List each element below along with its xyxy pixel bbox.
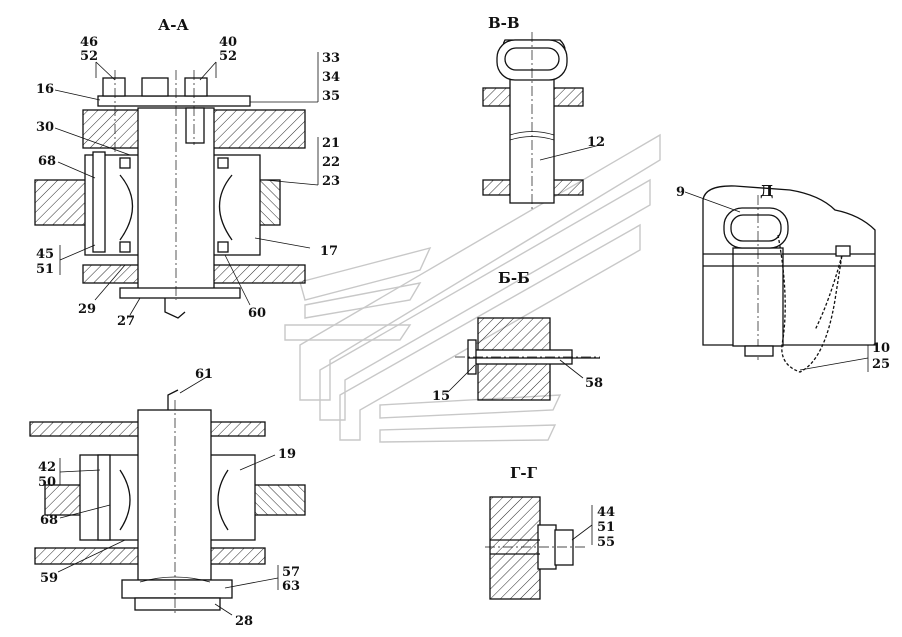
callout-59: 59 [40, 571, 58, 586]
callout-23: 23 [322, 174, 340, 189]
callout-12: 12 [587, 135, 605, 150]
callout-33: 33 [322, 51, 340, 66]
callout-29: 29 [78, 302, 96, 317]
callout-44: 44 [597, 505, 615, 520]
view-title-d: Д [760, 182, 773, 200]
watermark-logo [284, 133, 661, 443]
callout-42: 42 [38, 460, 56, 475]
view-d [702, 185, 876, 373]
callout-51: 51 [36, 262, 54, 277]
callout-27: 27 [117, 314, 135, 329]
view-aa [34, 70, 306, 319]
callout-52: 52 [219, 49, 237, 64]
callout-40: 40 [219, 35, 237, 50]
callout-22: 22 [322, 155, 340, 170]
callout-60: 60 [248, 306, 266, 321]
view-title-bb: Б-Б [498, 269, 530, 287]
callout-30: 30 [36, 120, 54, 135]
callout-50: 50 [38, 475, 56, 490]
callout-57: 57 [282, 565, 300, 580]
callout-58: 58 [585, 376, 603, 391]
callout-45: 45 [36, 247, 54, 262]
callout-17: 17 [320, 244, 338, 259]
callout-25: 25 [872, 357, 890, 372]
callout-34: 34 [322, 70, 340, 85]
view-title-aa: А-А [158, 16, 189, 34]
view-title-vv: В-В [488, 14, 520, 32]
leader-lines [54, 52, 869, 616]
callout-52: 52 [80, 49, 98, 64]
callout-16: 16 [36, 82, 54, 97]
callout-9: 9 [676, 185, 685, 200]
view-lower [29, 389, 306, 615]
callout-28: 28 [235, 614, 253, 629]
view-title-gg: Г-Г [510, 464, 538, 482]
callout-68: 68 [40, 513, 58, 528]
view-vv [482, 32, 584, 210]
callout-46: 46 [80, 35, 98, 50]
callout-10: 10 [872, 341, 890, 356]
view-bb [455, 317, 600, 401]
callout-63: 63 [282, 579, 300, 594]
callout-15: 15 [432, 389, 450, 404]
callout-55: 55 [597, 535, 615, 550]
callout-19: 19 [278, 447, 296, 462]
view-gg [485, 496, 585, 600]
callout-21: 21 [322, 136, 340, 151]
callout-61: 61 [195, 367, 213, 382]
callout-35: 35 [322, 89, 340, 104]
callout-68: 68 [38, 154, 56, 169]
callout-51: 51 [597, 520, 615, 535]
